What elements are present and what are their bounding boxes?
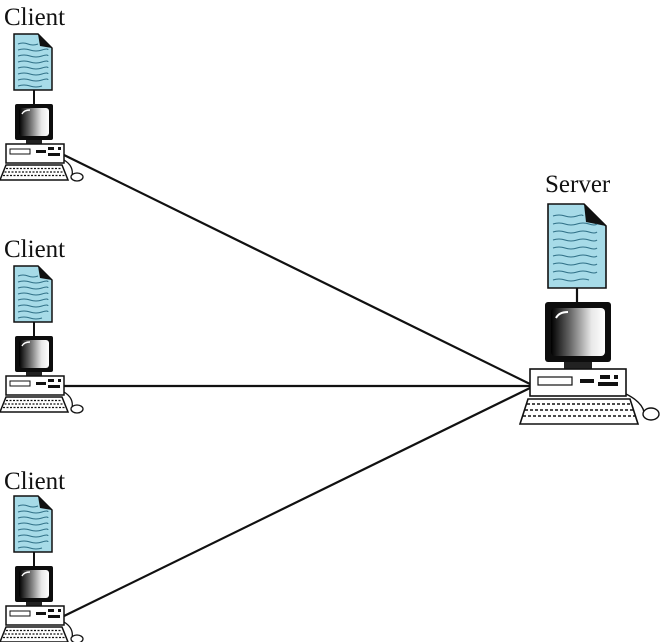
server-label: Server [545,171,611,198]
server-mouse-icon [625,393,660,421]
client-top-label: Client [4,4,65,31]
connections [63,154,531,617]
server-desktop-unit-icon [529,368,627,397]
server-document-icon [547,203,607,289]
connection-line-bottom [63,387,531,617]
server-keyboard-icon [518,398,640,425]
server: Server [518,171,660,425]
client-middle: Client [0,236,84,414]
client-middle-label: Client [4,236,65,263]
client-bottom: Client [0,468,84,642]
server-monitor-icon [545,302,611,369]
client-top: Client [0,4,84,182]
connection-line-top [63,154,531,385]
client-bottom-label: Client [4,468,65,495]
